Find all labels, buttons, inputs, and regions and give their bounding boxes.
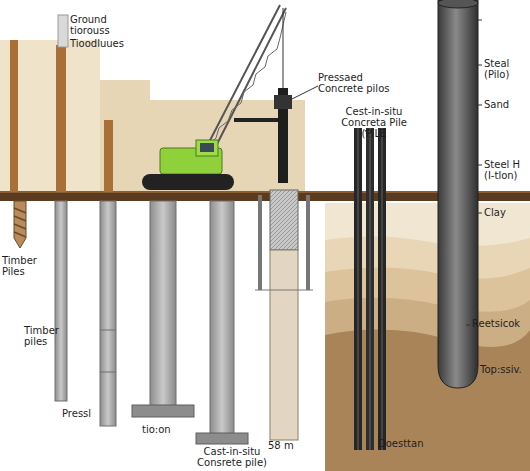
concrete-pile — [100, 201, 116, 426]
part-label: Top:ssiv. — [480, 364, 530, 375]
part-label: Cest-in-situ Concreta Pile (PILE — [328, 106, 420, 139]
leader-arm — [234, 118, 284, 122]
background-block — [0, 40, 305, 195]
part-label: Reetsicok — [472, 318, 530, 329]
part-label: 58 m — [268, 440, 308, 451]
part-label: Steel H (I-tlon) — [484, 159, 530, 181]
pile-joint — [100, 330, 116, 372]
part-label: Ground tiorouss — [70, 14, 122, 36]
part-label: tio:on — [142, 424, 192, 435]
part-label: Pressaed Concrete pilos — [318, 72, 404, 94]
pile-footing — [196, 433, 248, 444]
casing-guide — [306, 195, 310, 290]
part-label: Steal (Pilo) — [484, 58, 530, 80]
part-label: Clay — [484, 207, 530, 218]
part-label: Timber Piles — [2, 255, 48, 277]
pile-segment — [270, 190, 298, 250]
pile-footing — [132, 405, 194, 417]
rebar-highlight — [358, 128, 382, 450]
casing-base — [255, 290, 313, 291]
cab-window — [200, 143, 214, 152]
pole-cap — [58, 15, 68, 47]
screw-thread — [14, 208, 26, 237]
concrete-pile — [55, 201, 67, 401]
timber-pole — [56, 45, 66, 192]
part-label: Cast-in-situ Consrete pile) — [182, 446, 282, 468]
crane-cable — [283, 8, 284, 90]
timber-pole — [104, 120, 113, 192]
part-label: Timber piles — [24, 325, 64, 347]
cast-pile — [210, 201, 234, 435]
pressed-pile — [150, 201, 176, 407]
background-shade — [100, 80, 305, 195]
timber-pole — [10, 40, 18, 192]
crane-boom — [205, 5, 286, 152]
hammer-head — [274, 95, 292, 109]
casing-guide — [258, 195, 262, 290]
pipe-opening — [438, 0, 478, 8]
leader-tick — [466, 20, 482, 370]
part-label: Tioodluues — [70, 38, 140, 49]
steel-pipe-pile — [438, 0, 478, 388]
part-label: Sand — [484, 99, 530, 110]
part-label: Pressl — [62, 408, 112, 419]
boom-lattice — [207, 12, 286, 146]
crane-track — [142, 174, 234, 190]
pile-shaft — [270, 250, 298, 440]
part-label: Doesttan — [378, 438, 438, 449]
screw-pile — [14, 201, 26, 248]
crane-cab — [196, 140, 218, 156]
